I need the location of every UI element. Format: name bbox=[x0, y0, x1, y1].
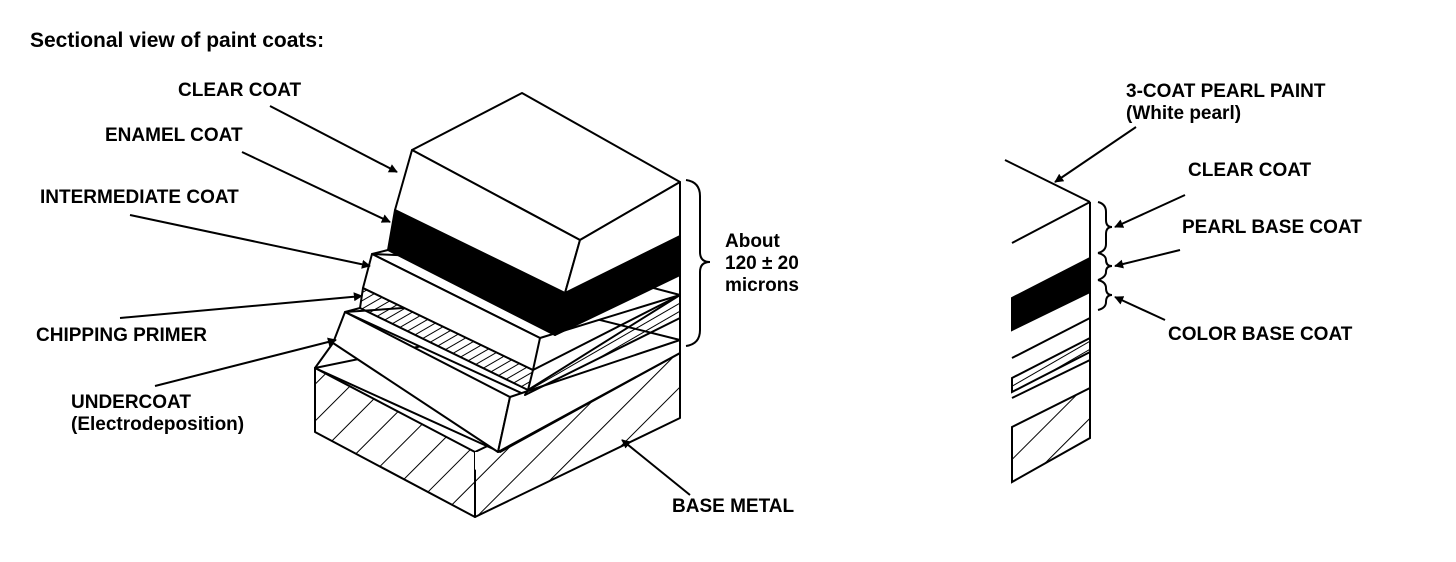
undercoat-leader bbox=[154, 337, 337, 387]
page-title: Sectional view of paint coats: bbox=[30, 29, 325, 52]
thickness-line-2: 120 ± 20 bbox=[725, 253, 799, 274]
color-base-brace bbox=[1097, 279, 1113, 311]
right-top-edge bbox=[1004, 159, 1091, 203]
thickness-brace bbox=[685, 179, 711, 347]
base-metal-label: BASE METAL bbox=[672, 496, 795, 517]
clear-coat-leader bbox=[269, 105, 398, 173]
undercoat-sublabel: (Electrodeposition) bbox=[71, 414, 245, 435]
undercoat-label: UNDERCOAT bbox=[71, 392, 191, 413]
base-metal-leader bbox=[621, 439, 691, 496]
color-base-coat-leader bbox=[1114, 296, 1166, 321]
right-clear-coat-leader bbox=[1114, 194, 1186, 228]
pearl-base-coat-label: PEARL BASE COAT bbox=[1182, 217, 1362, 238]
left-block bbox=[314, 92, 681, 518]
color-base-coat-label: COLOR BASE COAT bbox=[1168, 324, 1353, 345]
pearl-base-brace bbox=[1097, 252, 1113, 281]
right-pearl-base-black bbox=[1011, 256, 1091, 332]
chipping-primer-leader bbox=[119, 292, 363, 319]
thickness-line-3: microns bbox=[725, 275, 799, 296]
right-base-metal bbox=[1011, 386, 1091, 484]
pearl-paint-label: 3-COAT PEARL PAINT bbox=[1126, 81, 1326, 102]
pearl-paint-sublabel: (White pearl) bbox=[1126, 103, 1242, 124]
pearl-paint-leader bbox=[1054, 126, 1137, 183]
clear-coat-label: CLEAR COAT bbox=[178, 80, 302, 101]
intermediate-coat-leader bbox=[129, 214, 371, 269]
enamel-coat-leader bbox=[241, 151, 391, 223]
right-clear-coat-label: CLEAR COAT bbox=[1188, 160, 1312, 181]
right-section bbox=[1004, 159, 1091, 484]
clear-coat-brace bbox=[1097, 201, 1113, 254]
enamel-coat-label: ENAMEL COAT bbox=[105, 125, 243, 146]
pearl-base-coat-leader bbox=[1114, 249, 1181, 269]
intermediate-coat-label: INTERMEDIATE COAT bbox=[40, 187, 239, 208]
chipping-primer-label: CHIPPING PRIMER bbox=[36, 325, 208, 346]
thickness-line-1: About bbox=[725, 231, 780, 252]
